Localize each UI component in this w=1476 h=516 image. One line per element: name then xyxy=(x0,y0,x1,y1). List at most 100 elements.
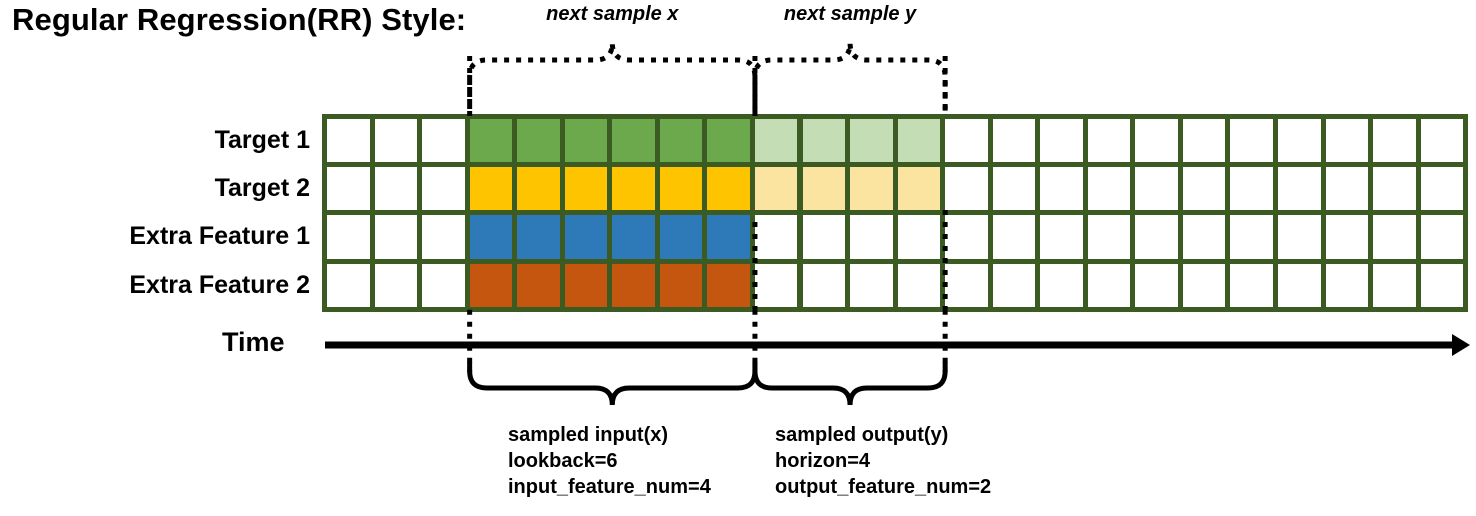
grid-cell xyxy=(612,215,655,259)
grid-cell xyxy=(1182,263,1226,307)
axis-label-time: Time xyxy=(222,327,285,357)
page-title: Regular Regression(RR) Style: xyxy=(12,2,467,37)
grid-cell xyxy=(1040,215,1083,259)
grid-cell xyxy=(469,215,513,259)
grid-cell xyxy=(1420,119,1464,163)
grid-cell xyxy=(564,263,608,307)
grid-cell xyxy=(659,215,703,259)
grid-cell xyxy=(1087,119,1131,163)
grid-cell xyxy=(1230,119,1273,163)
grid-cell xyxy=(1182,167,1226,211)
grid-cell xyxy=(327,119,370,163)
grid-cell xyxy=(802,215,846,259)
grid-cell xyxy=(1230,167,1273,211)
grid-cell xyxy=(850,263,893,307)
grid-cell xyxy=(1135,215,1178,259)
grid-cell xyxy=(1230,263,1273,307)
grid-cell xyxy=(897,215,941,259)
grid-cell xyxy=(1420,167,1464,211)
grid-cell xyxy=(897,167,941,211)
grid-cell xyxy=(1087,215,1131,259)
grid-cell xyxy=(1040,119,1083,163)
grid-cell xyxy=(612,119,655,163)
grid-cell xyxy=(1135,167,1178,211)
grid-cell xyxy=(707,263,750,307)
grid-cell xyxy=(1087,263,1131,307)
grid-cell xyxy=(1373,119,1416,163)
grid-cell xyxy=(1278,167,1321,211)
grid-cell xyxy=(945,119,988,163)
grid-cell xyxy=(612,167,655,211)
grid-cell xyxy=(1325,167,1369,211)
grid-cell xyxy=(1373,215,1416,259)
grid-cell xyxy=(1325,263,1369,307)
grid-cell xyxy=(992,263,1036,307)
grid-cell xyxy=(754,215,798,259)
row-label-extra-feature-2: Extra Feature 2 xyxy=(129,270,310,299)
grid-cell xyxy=(327,215,370,259)
grid-cell xyxy=(802,167,846,211)
row-label-target-1: Target 1 xyxy=(214,126,310,155)
row-label-extra-feature-1: Extra Feature 1 xyxy=(129,222,310,251)
grid-cell xyxy=(422,167,465,211)
grid-cell xyxy=(469,119,513,163)
grid-cell xyxy=(327,263,370,307)
grid-cell xyxy=(517,263,560,307)
grid-cell xyxy=(612,263,655,307)
grid-cell xyxy=(897,119,941,163)
annotation-line: lookback=6 xyxy=(508,450,618,472)
grid-cell xyxy=(802,119,846,163)
grid-cell xyxy=(659,263,703,307)
grid-cell xyxy=(659,167,703,211)
grid-cell xyxy=(1230,215,1273,259)
time-axis-arrowhead xyxy=(1452,334,1470,356)
grid-cell xyxy=(1325,119,1369,163)
grid-cell xyxy=(850,167,893,211)
grid-cell xyxy=(374,263,418,307)
grid-cell xyxy=(1325,215,1369,259)
annotation-line: output_feature_num=2 xyxy=(775,476,992,498)
timeseries-grid xyxy=(322,114,1469,312)
top-brace-next-sample-x xyxy=(467,42,758,116)
grid-cell xyxy=(802,263,846,307)
grid-cell xyxy=(1278,215,1321,259)
annotation-sampled-output: sampled output(y) horizon=4 output_feature… xyxy=(775,422,991,500)
grid-cell xyxy=(659,119,703,163)
row-label-target-2: Target 2 xyxy=(214,174,310,203)
annotation-line: sampled output(y) xyxy=(775,424,949,446)
grid-cell xyxy=(754,263,798,307)
grid-cell xyxy=(469,263,513,307)
grid-cell xyxy=(564,215,608,259)
grid-cell xyxy=(992,119,1036,163)
grid-cell xyxy=(1135,263,1178,307)
grid-cell xyxy=(1373,167,1416,211)
brace-caption-next-sample-x: next sample x xyxy=(546,3,679,25)
grid-cell xyxy=(374,215,418,259)
grid-cell xyxy=(1182,215,1226,259)
grid-cell xyxy=(1182,119,1226,163)
grid-cell xyxy=(517,119,560,163)
grid-cell xyxy=(850,119,893,163)
grid-cell xyxy=(992,167,1036,211)
grid-cell xyxy=(1420,215,1464,259)
grid-cell xyxy=(564,119,608,163)
grid-cell xyxy=(754,167,798,211)
grid-cell xyxy=(945,167,988,211)
grid-cell xyxy=(1278,119,1321,163)
grid-cell xyxy=(564,167,608,211)
grid-cell xyxy=(707,167,750,211)
grid-cell xyxy=(1278,263,1321,307)
grid-cell xyxy=(422,119,465,163)
bottom-brace-sampled-output xyxy=(752,362,948,406)
grid-cell xyxy=(945,263,988,307)
annotation-line: horizon=4 xyxy=(775,450,871,472)
grid-cell xyxy=(897,263,941,307)
bottom-brace-sampled-input xyxy=(467,362,758,406)
grid-cell xyxy=(517,215,560,259)
grid-cell xyxy=(707,215,750,259)
grid-cell xyxy=(1373,263,1416,307)
grid-cell xyxy=(374,119,418,163)
grid-cell xyxy=(1087,167,1131,211)
grid-cell xyxy=(707,119,750,163)
